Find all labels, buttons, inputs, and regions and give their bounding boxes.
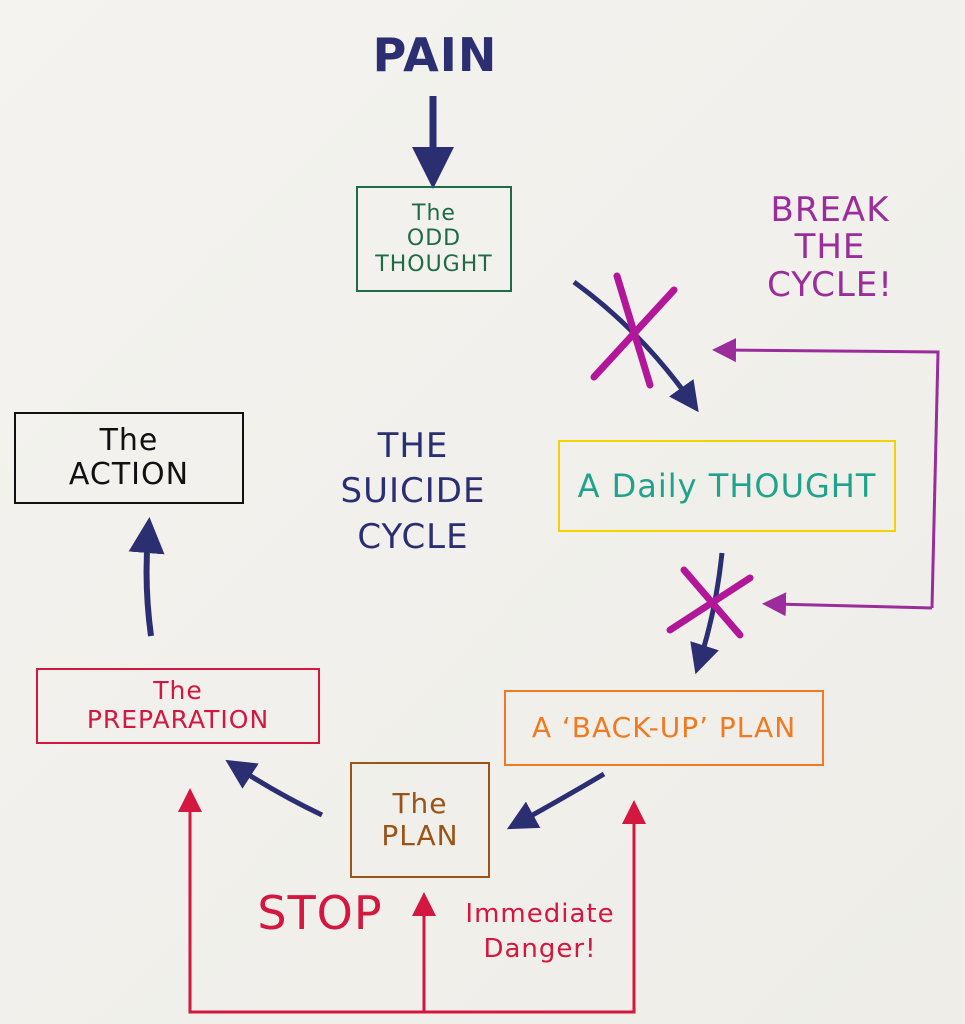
danger-line-1: Immediate xyxy=(465,899,615,929)
action-line-1: The xyxy=(99,422,159,458)
pain-label: PAIN xyxy=(372,28,498,82)
diagram-title: THE SUICIDE CYCLE xyxy=(308,426,518,557)
arrow-preparation-to-action xyxy=(128,517,165,637)
node-plan: The PLAN xyxy=(350,762,490,878)
node-odd-thought: The ODD THOUGHT xyxy=(356,186,512,292)
title-line-1: THE xyxy=(377,426,449,466)
arrow-backup-to-plan xyxy=(506,771,606,830)
title-line-2: SUICIDE xyxy=(340,471,486,512)
cross-out-mark-2 xyxy=(666,566,754,639)
node-action: The ACTION xyxy=(14,412,244,504)
node-backup-plan: A ‘BACK-UP’ PLAN xyxy=(504,690,824,766)
break-cycle-line-1: BREAK xyxy=(770,190,890,230)
break-cycle-line-2: THE xyxy=(794,227,866,268)
odd-thought-line-3: THOUGHT xyxy=(375,251,493,277)
plan-line-2: PLAN xyxy=(381,819,459,852)
plan-line-1: The xyxy=(392,786,448,820)
odd-thought-line-1: The xyxy=(412,201,456,227)
node-daily-thought: A Daily THOUGHT xyxy=(558,440,896,532)
cross-out-mark-1 xyxy=(590,272,678,389)
arrow-plan-to-preparation xyxy=(225,759,324,818)
action-line-2: ACTION xyxy=(68,457,190,492)
arrow-odd-to-daily xyxy=(572,279,699,413)
node-preparation: The PREPARATION xyxy=(36,668,320,744)
stop-label: STOP xyxy=(257,886,383,940)
break-cycle-label: BREAK THE CYCLE! xyxy=(745,190,915,305)
odd-thought-line-2: ODD xyxy=(406,226,462,252)
break-cycle-line-3: CYCLE! xyxy=(767,264,893,305)
preparation-line-1: The xyxy=(153,676,203,706)
preparation-line-2: PREPARATION xyxy=(86,705,270,734)
immediate-danger-label: Immediate Danger! xyxy=(455,900,625,963)
danger-line-2: Danger! xyxy=(483,933,597,964)
break-cycle-arrow-lower xyxy=(762,592,933,617)
title-line-3: CYCLE xyxy=(357,516,469,557)
break-cycle-bracket xyxy=(712,338,940,609)
